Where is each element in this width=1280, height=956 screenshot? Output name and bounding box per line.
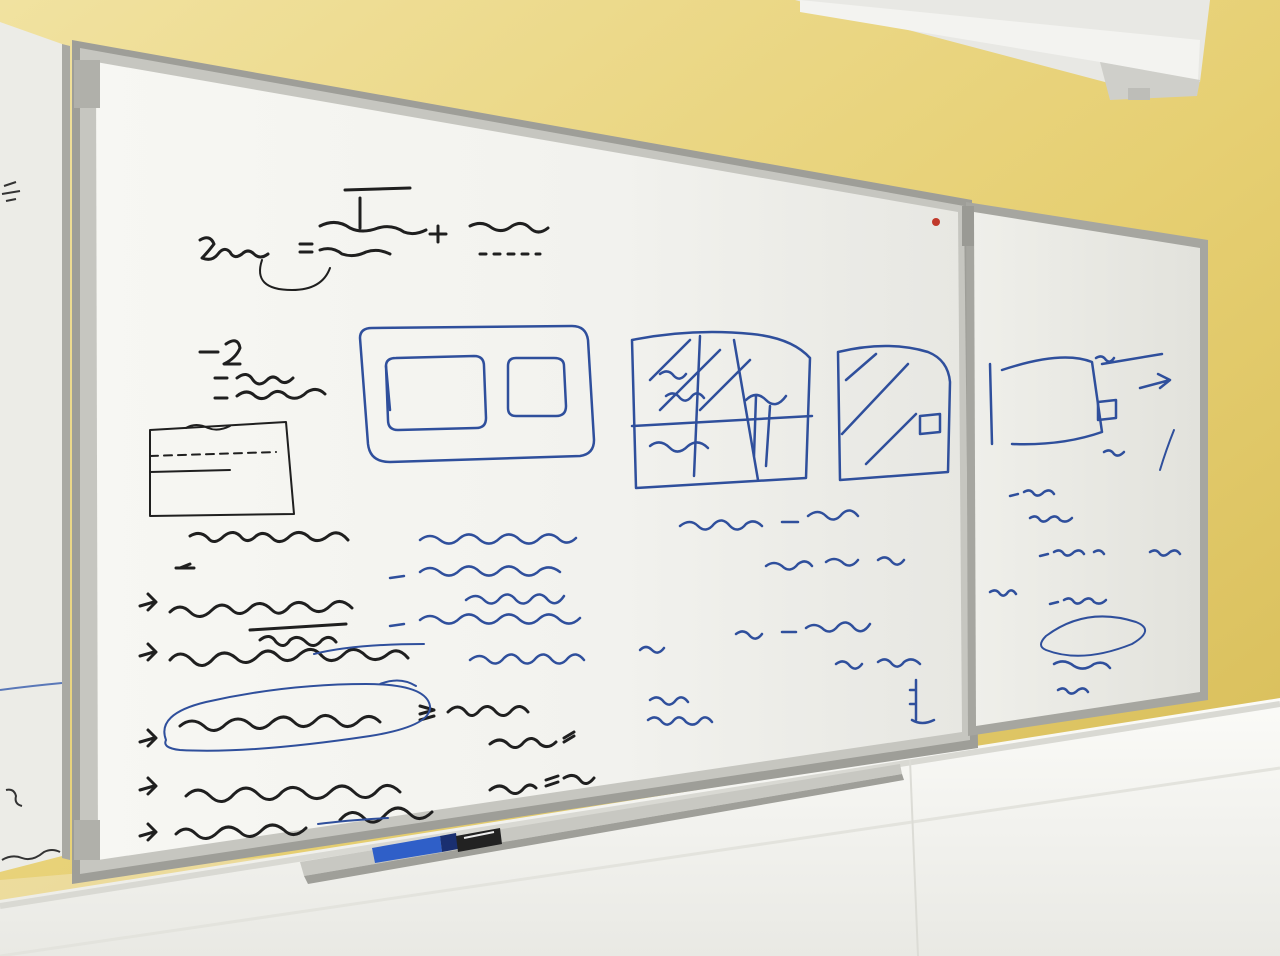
wainscot-panel [0, 698, 1280, 956]
left-whiteboard-edge [0, 22, 70, 872]
side-whiteboard [962, 202, 1208, 736]
wall-rail [0, 701, 1280, 909]
main-whiteboard [72, 40, 978, 884]
handwriting-black [138, 186, 596, 842]
black-marker [456, 828, 502, 852]
blue-marker [372, 833, 458, 863]
handwriting-blue [163, 324, 1182, 825]
projector-screen-case [795, 0, 1210, 100]
